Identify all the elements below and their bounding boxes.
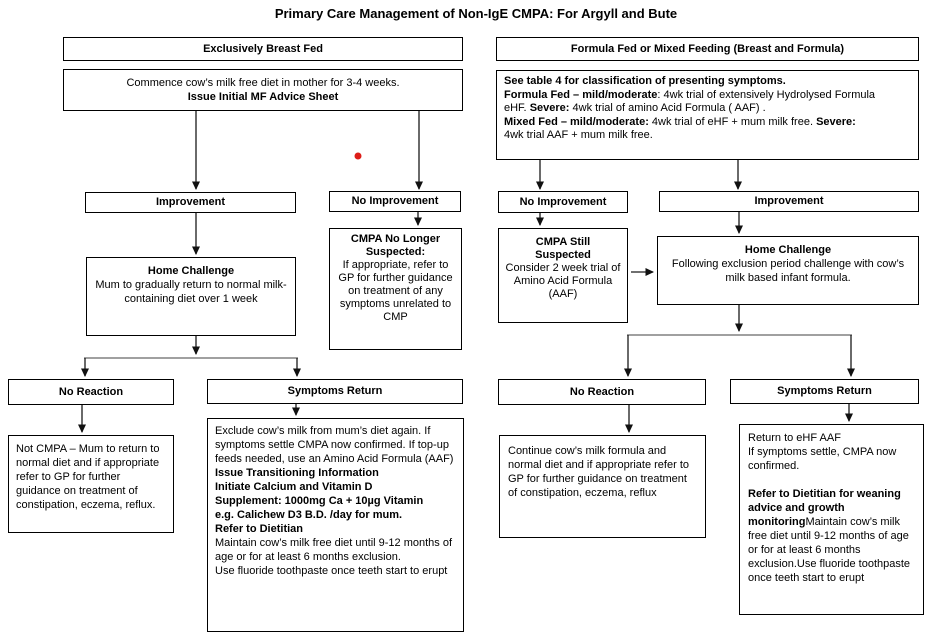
continue-formula-box: Continue cow’s milk formula and normal d… [499,435,706,538]
red-dot [354,152,362,160]
commence-diet-box: Commence cow’s milk free diet in mother … [63,69,463,111]
no-reaction-label-right: No Reaction [498,379,706,405]
exclude-milk-confirm-box: Exclude cow’s milk from mum’s diet again… [207,418,464,632]
no-improvement-label-left: No Improvement [329,191,461,212]
formula-fed-header: Formula Fed or Mixed Feeding (Breast and… [496,37,919,61]
symptoms-return-label-right: Symptoms Return [730,379,919,404]
symptoms-return-label-left: Symptoms Return [207,379,463,404]
see-table-4-box: See table 4 for classification of presen… [496,70,919,160]
page-title: Primary Care Management of Non-IgE CMPA:… [274,6,678,21]
not-cmpa-box: Not CMPA – Mum to return to normal diet … [8,435,174,533]
no-improvement-label-right: No Improvement [498,191,628,213]
improvement-label-left: Improvement [85,192,296,213]
improvement-label-right: Improvement [659,191,919,212]
breast-fed-header: Exclusively Breast Fed [63,37,463,61]
no-reaction-label-left: No Reaction [8,379,174,405]
